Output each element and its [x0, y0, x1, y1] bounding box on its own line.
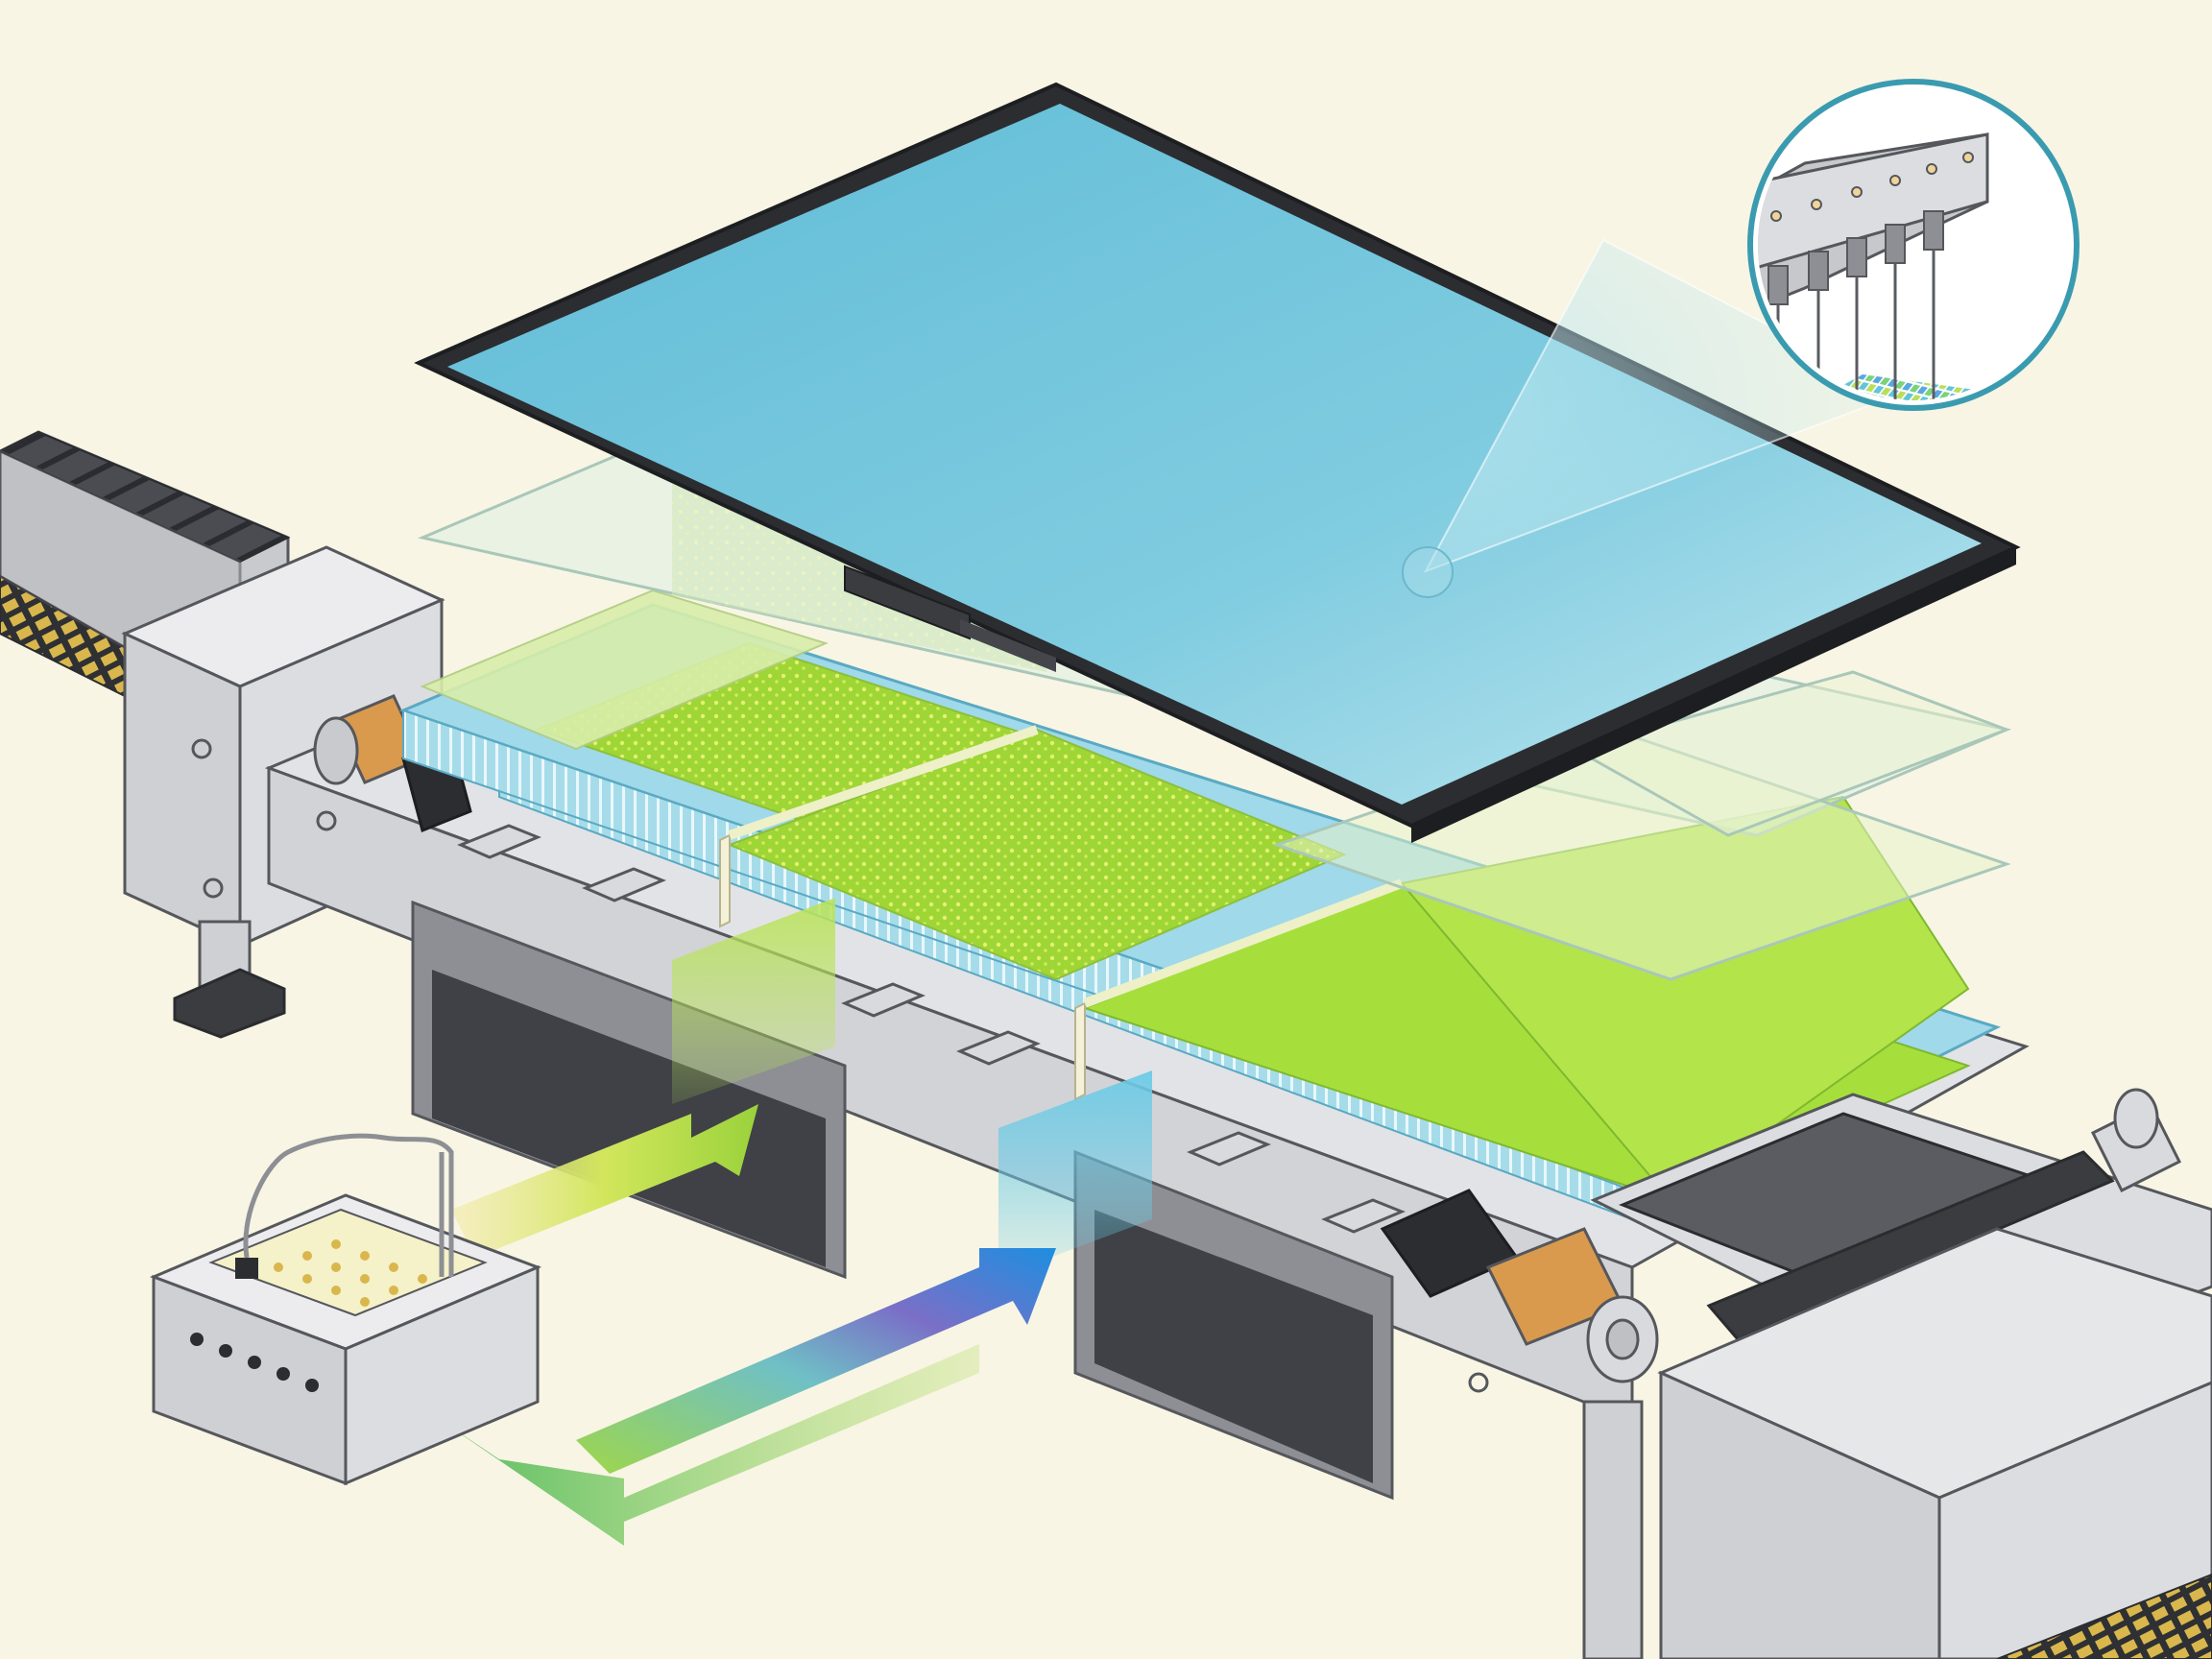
display-screen — [414, 82, 2021, 843]
ink-reservoir-box-icon — [149, 1133, 542, 1486]
flow-arrow-blue-icon — [576, 1248, 1056, 1474]
clamps — [457, 824, 1406, 1234]
flow-arrow-green-icon — [451, 1104, 758, 1258]
cyan-ink-band — [998, 1070, 1152, 1277]
flow-arrow-return-icon — [442, 1344, 979, 1546]
green-ink-band — [672, 898, 835, 1104]
right-machine-housing — [1657, 1227, 2212, 1659]
flow-arrows — [442, 1104, 1056, 1546]
inkjet-printhead-icon — [1758, 132, 1989, 400]
roller-right — [1380, 1189, 1659, 1383]
zoom-callout — [1402, 79, 2080, 598]
magnifier-focus-icon — [1402, 546, 1454, 598]
